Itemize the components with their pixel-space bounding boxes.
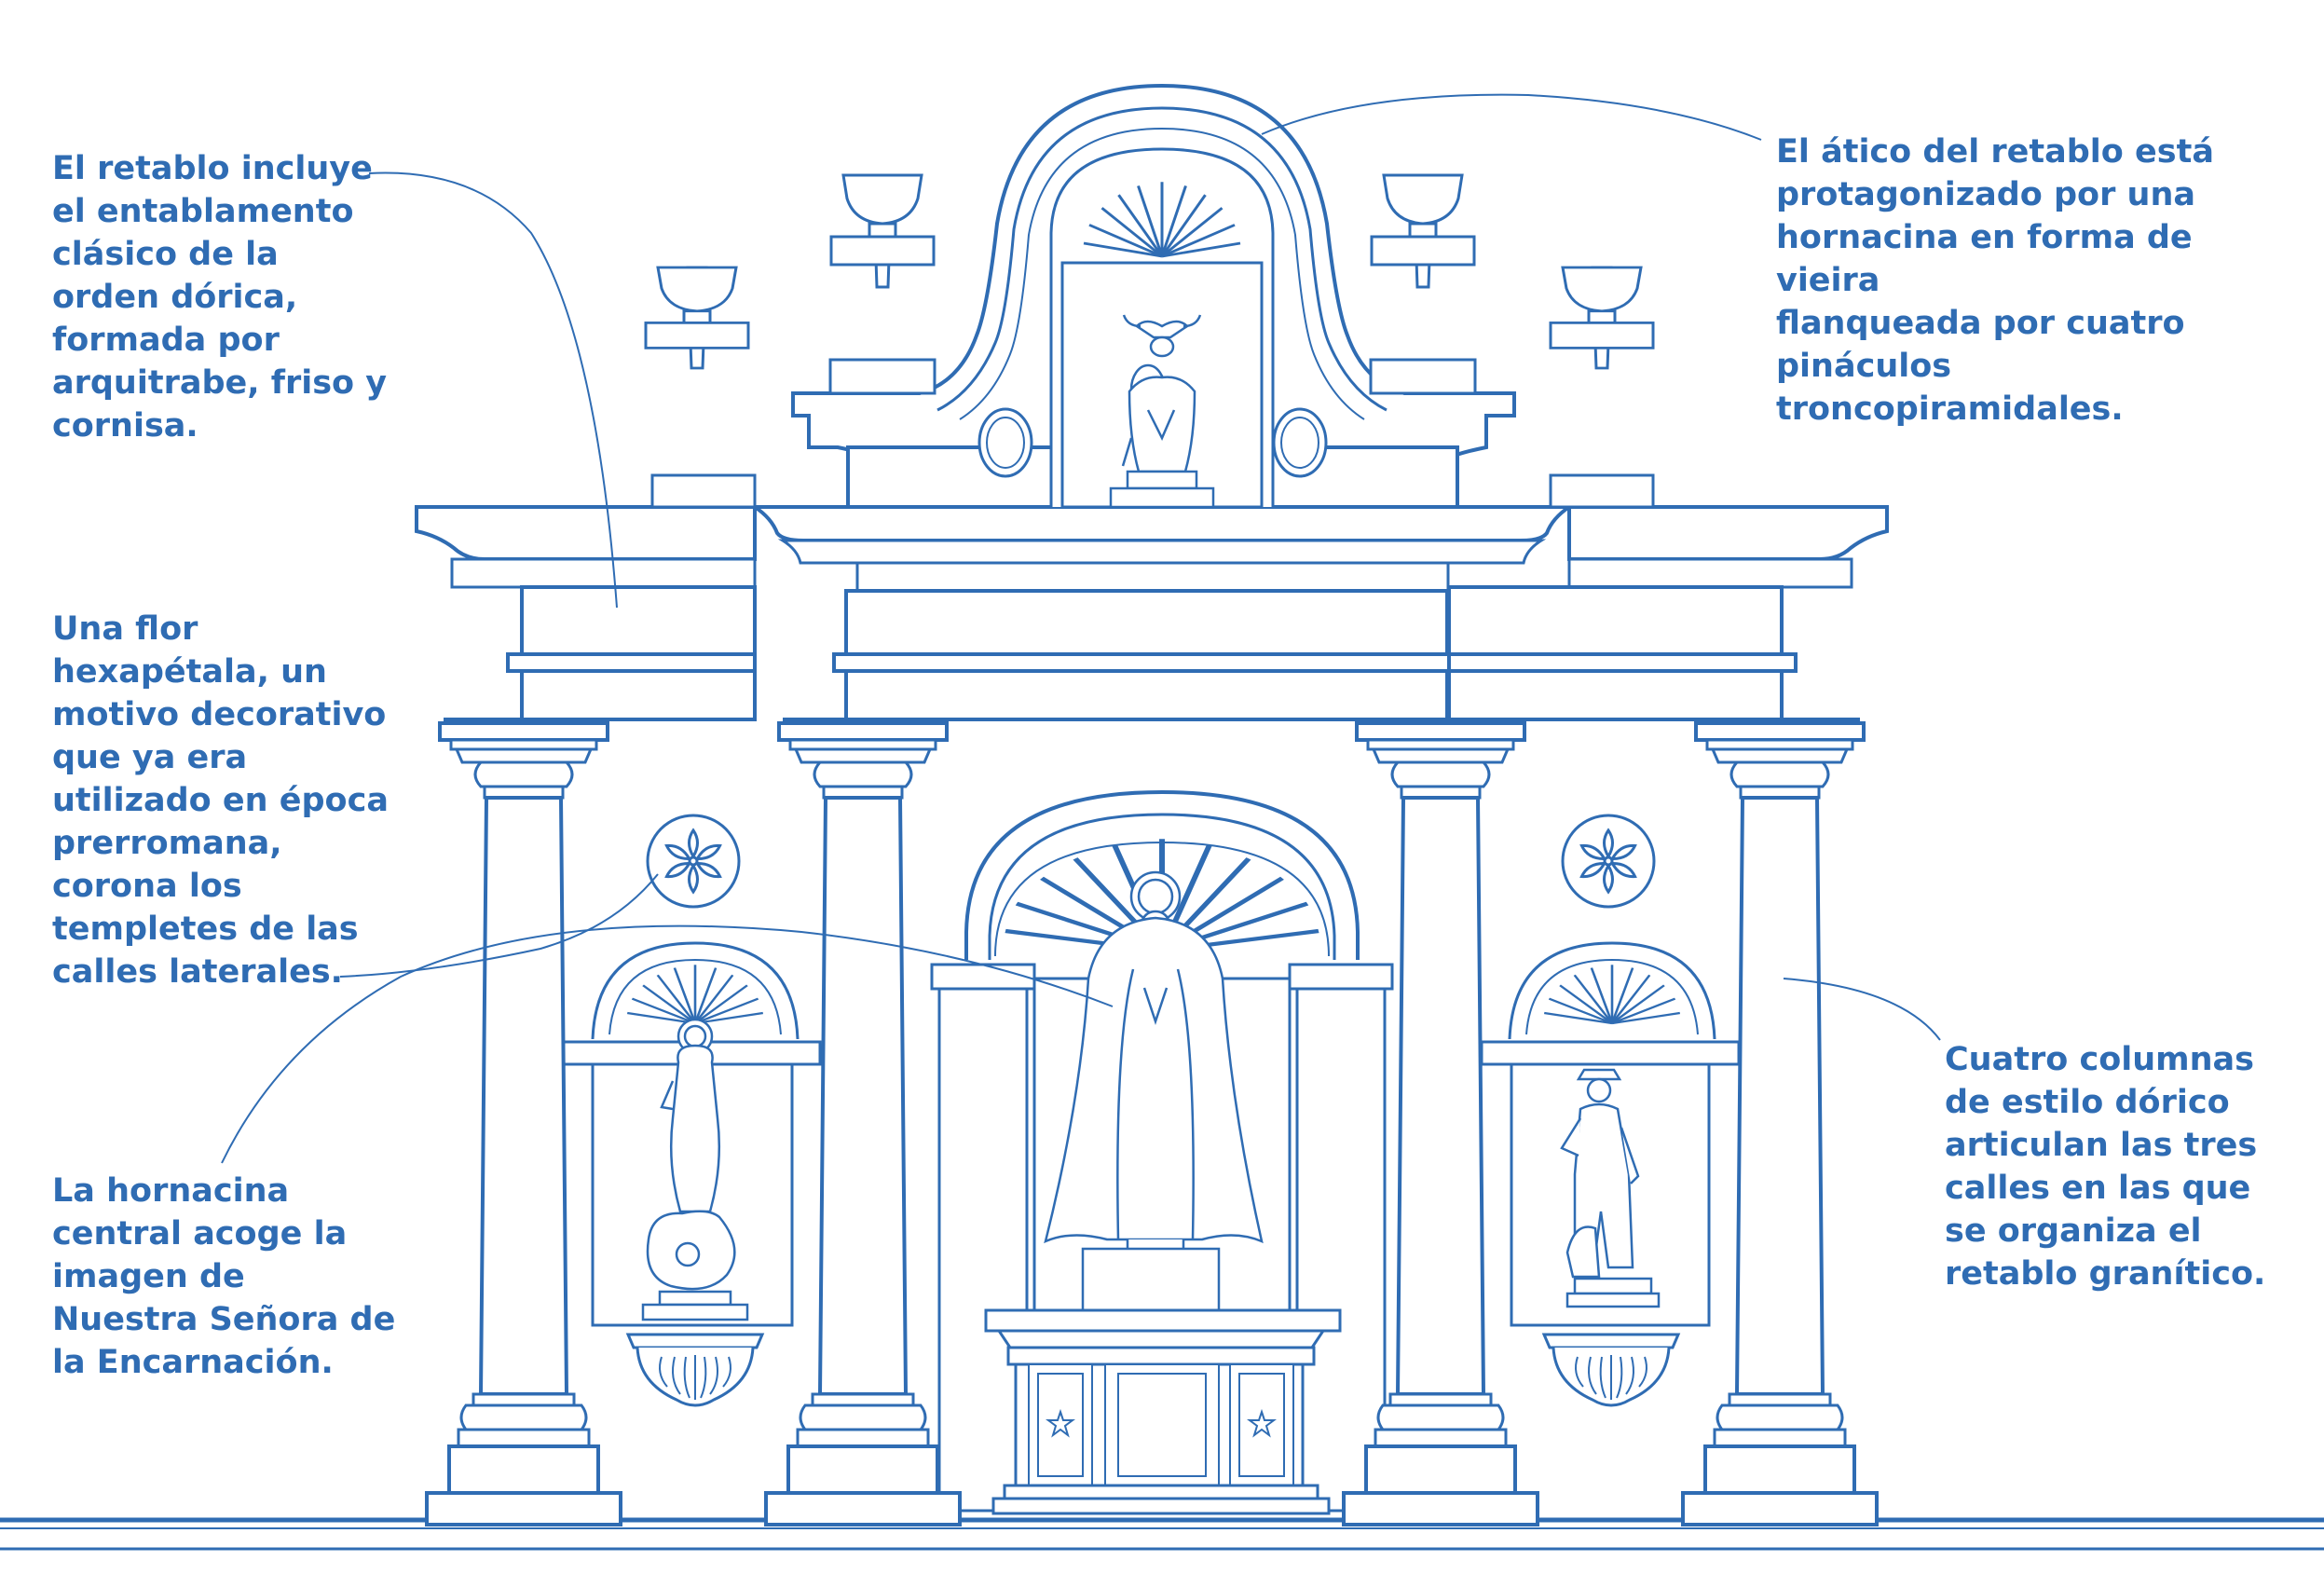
entablature <box>415 505 1889 742</box>
leader-entablamento <box>368 171 618 609</box>
attic <box>791 83 1516 509</box>
annotation-entablamento: El retablo incluye el entablamento clási… <box>52 150 388 445</box>
central-niche <box>930 789 1394 1515</box>
annotation-columnas: Cuatro columnas de estilo dórico articul… <box>1945 1041 2266 1293</box>
leader-atico <box>1261 93 1762 141</box>
altar <box>984 1308 1342 1515</box>
annotation-flor: Una flor hexapétala, un motivo decorativ… <box>52 610 389 991</box>
right-niche <box>1480 941 1741 1407</box>
right-figure <box>1560 1068 1661 1308</box>
left-figure <box>641 1018 749 1321</box>
pinnacle-pedestals <box>650 358 1655 509</box>
leader-lines <box>221 93 1941 1164</box>
central-figure <box>1044 870 1264 1312</box>
leader-hornacina <box>221 924 1114 1164</box>
leader-columnas <box>1783 978 1941 1041</box>
ground-lines <box>0 1517 2324 1551</box>
annotation-atico: El ático del retablo está protagonizado … <box>1776 133 2214 428</box>
annotation-hornacina-central: La hornacina central acoge la imagen de … <box>52 1172 396 1381</box>
attic-figure <box>1109 314 1215 509</box>
left-niche <box>561 941 822 1407</box>
leader-flor <box>339 873 659 978</box>
